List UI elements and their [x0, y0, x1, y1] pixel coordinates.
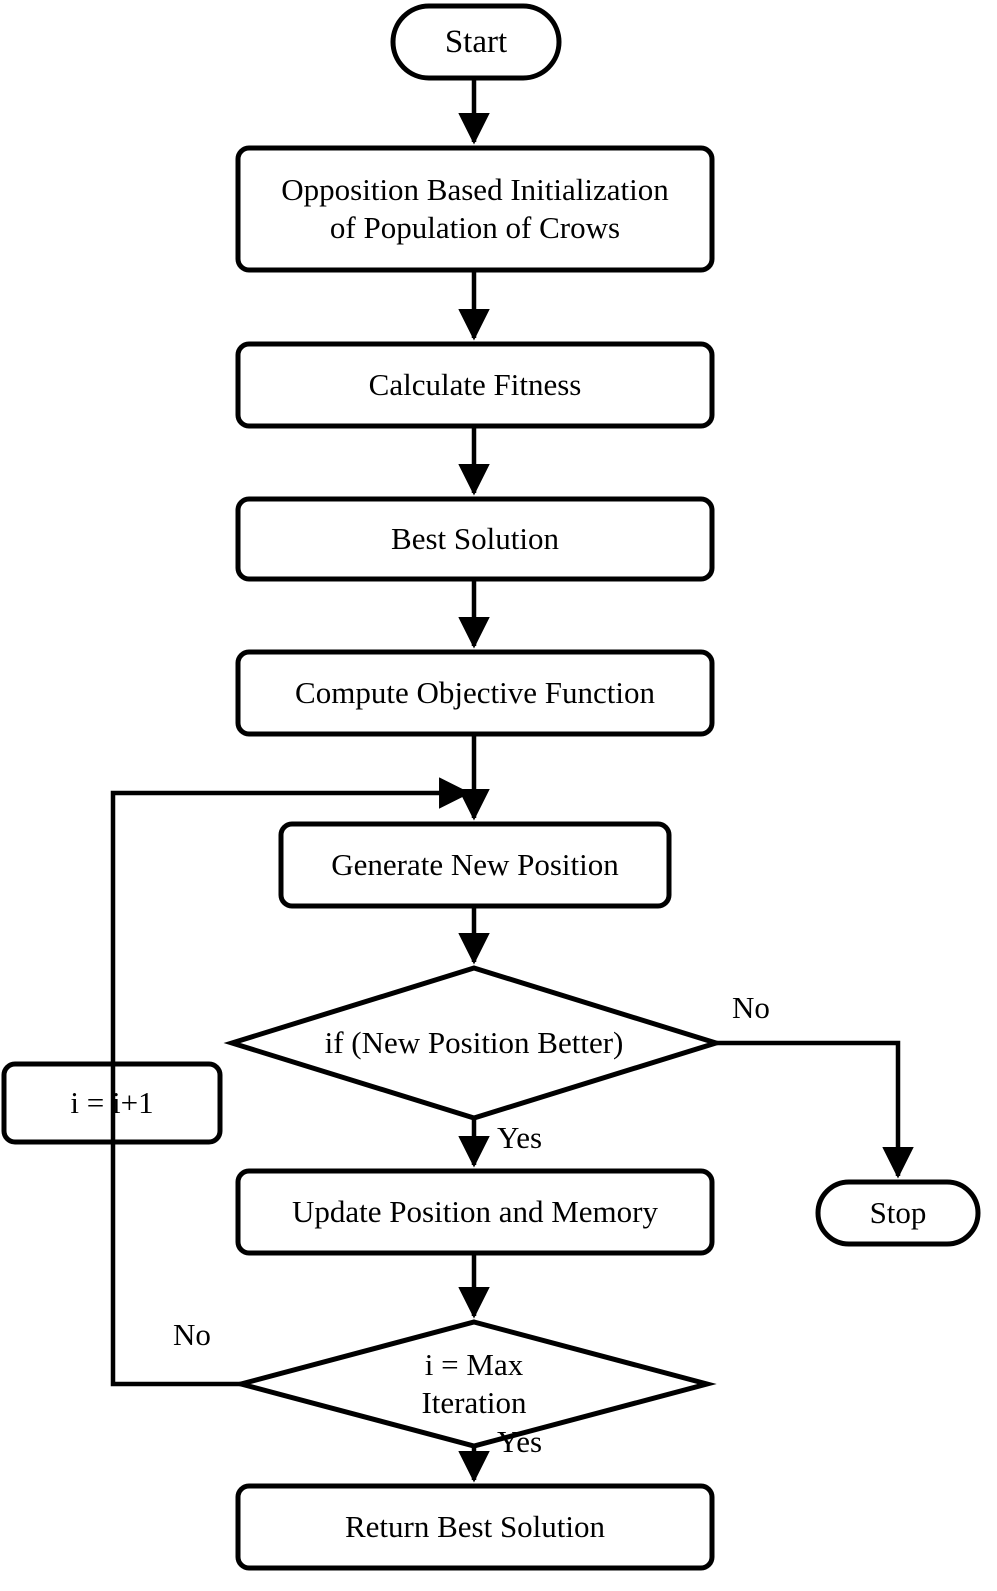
node-update-position-shape[interactable]: [235, 1168, 715, 1256]
node-init-shape[interactable]: [235, 145, 715, 273]
node-generate-position-shape[interactable]: [278, 821, 672, 909]
edge-decision-better-no-to-stop: [716, 1040, 914, 1179]
edge-decision-max-iteration-no-feedback: [110, 777, 471, 1387]
node-stop-shape[interactable]: [815, 1179, 981, 1247]
node-decision-better-shape[interactable]: [223, 965, 725, 1121]
node-return-best-shape[interactable]: [235, 1483, 715, 1571]
node-best-solution-shape[interactable]: [235, 496, 715, 582]
node-decision-max-iteration-shape[interactable]: [231, 1319, 717, 1449]
node-compute-objective-shape[interactable]: [235, 649, 715, 737]
node-calculate-fitness-shape[interactable]: [235, 341, 715, 429]
node-start-shape[interactable]: [390, 3, 562, 81]
